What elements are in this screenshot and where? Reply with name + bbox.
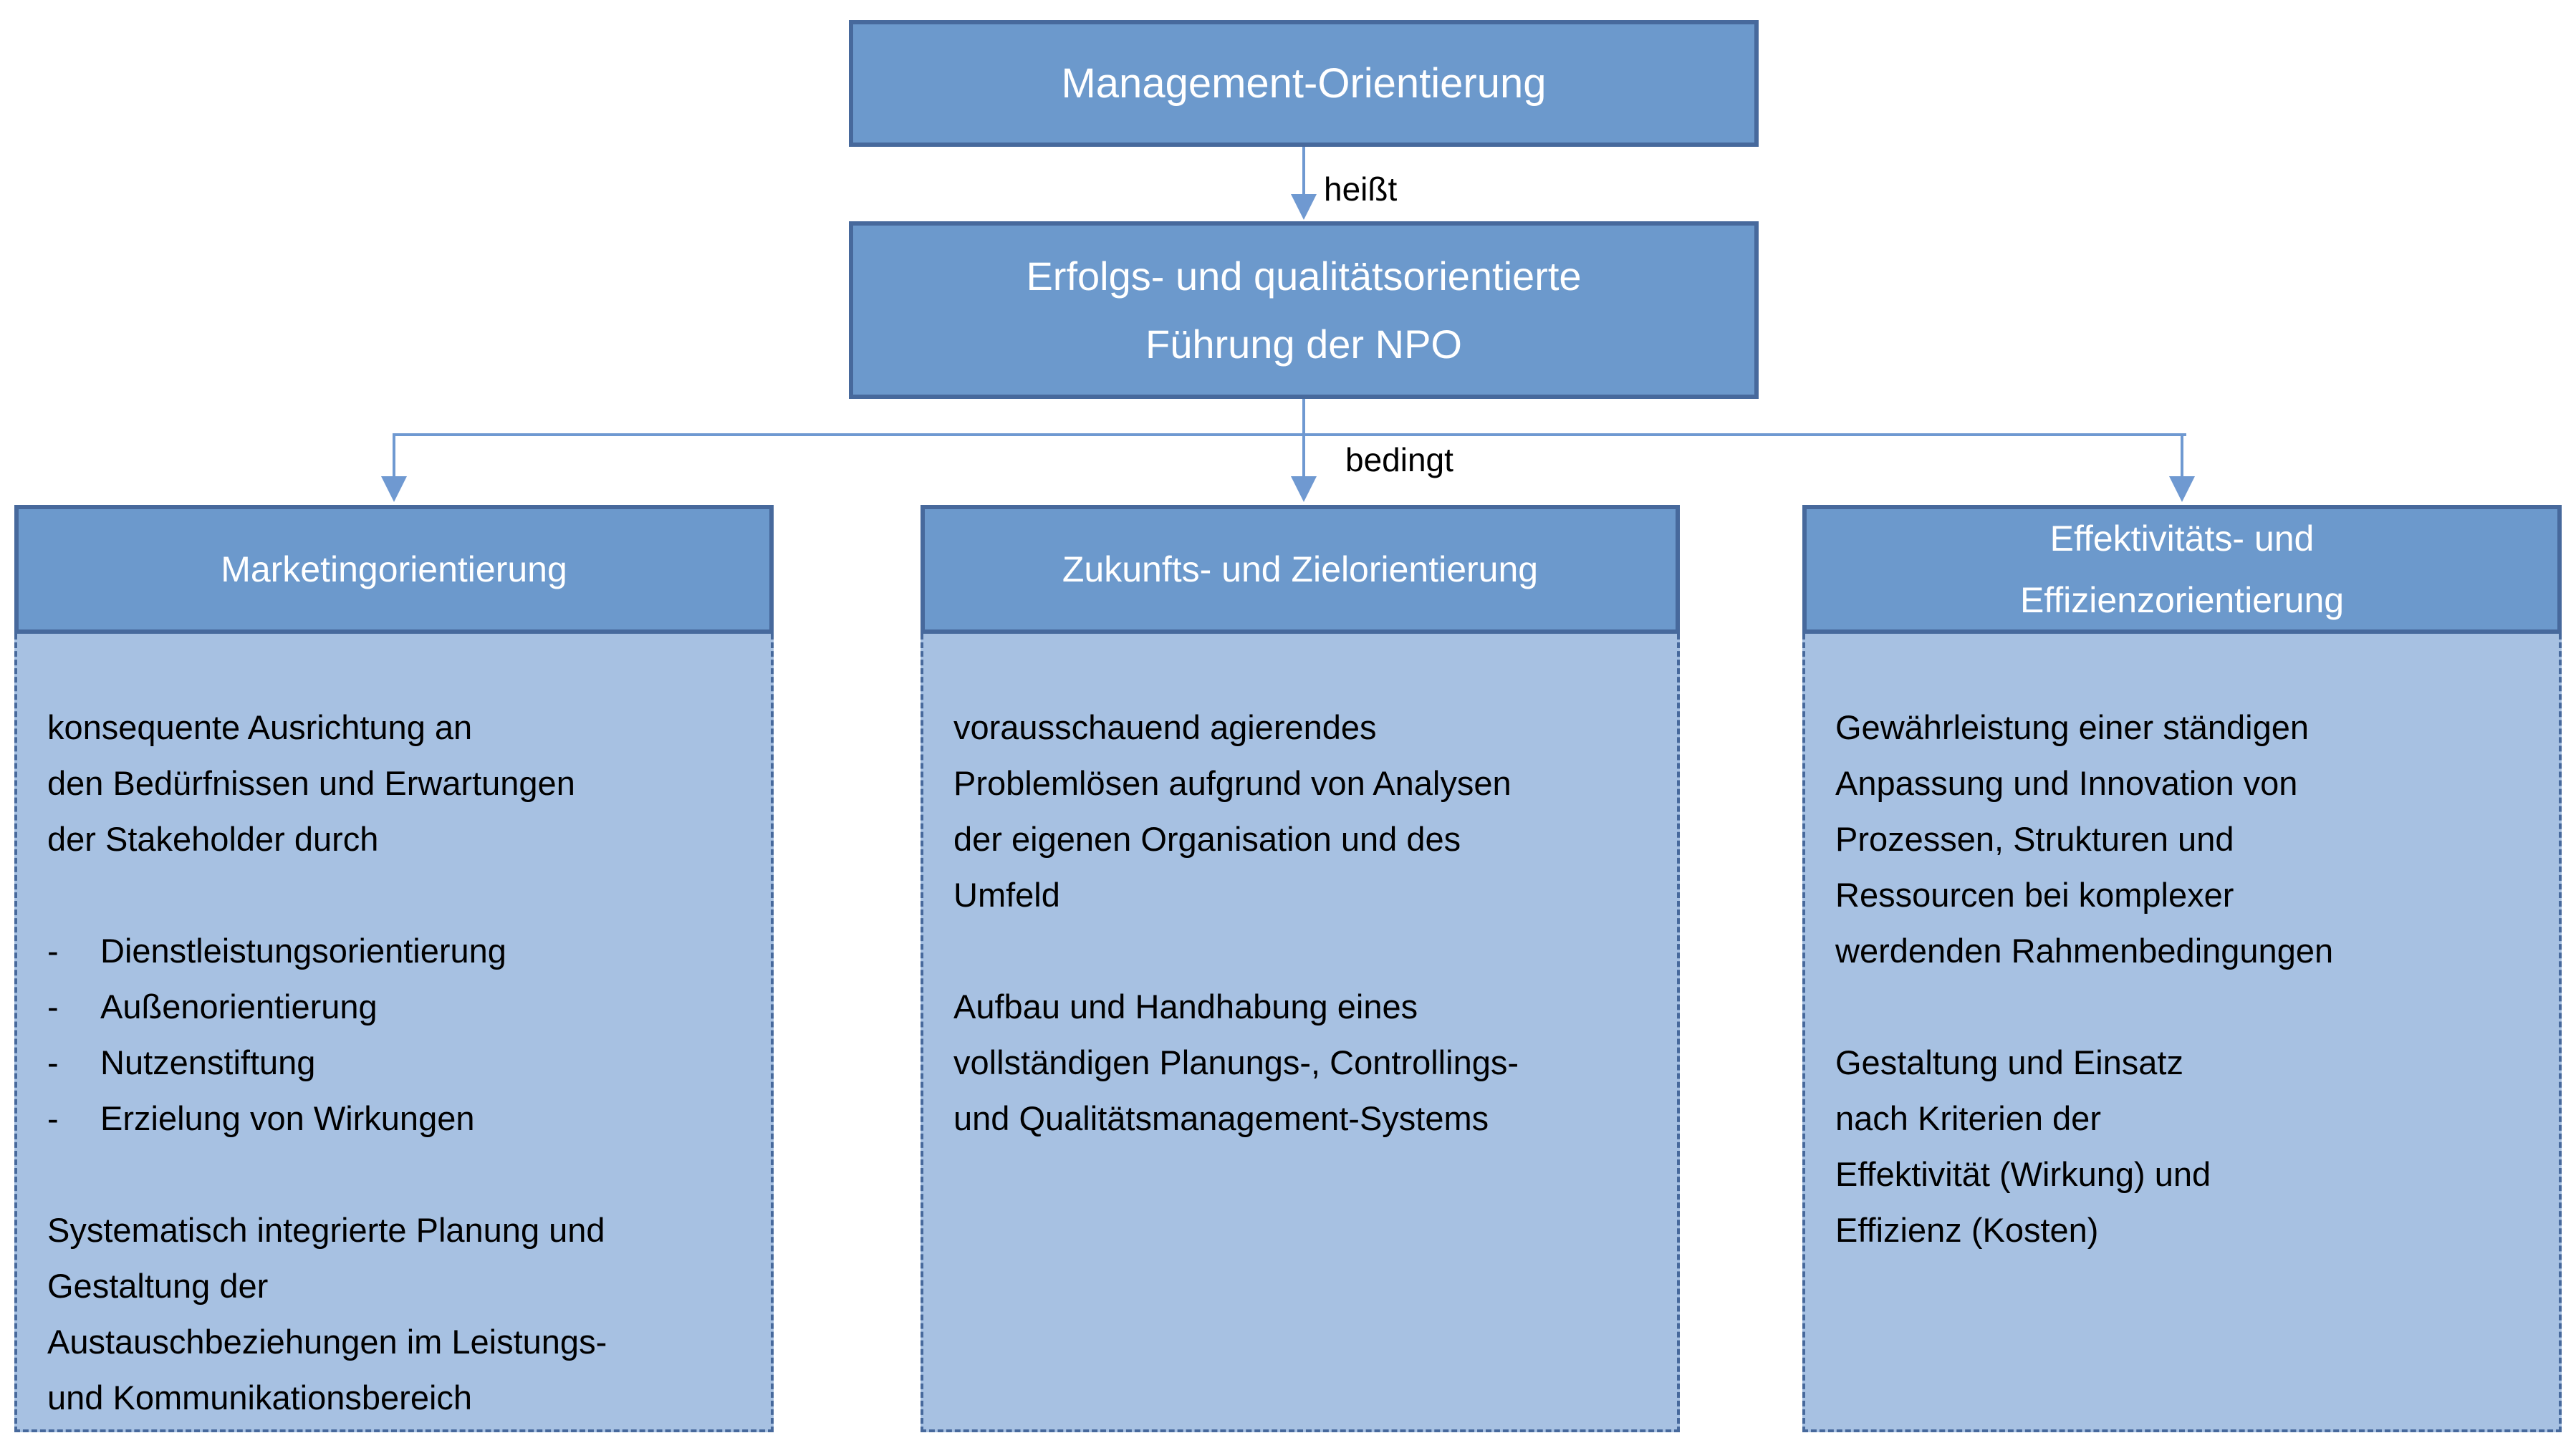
paragraph-line: Problemlösen aufgrund von Analysen <box>953 764 1512 802</box>
bullet-item-text: Dienstleistungsorientierung <box>100 932 506 970</box>
bullet-item: - Dienstleistungsorientierung <box>47 923 756 979</box>
arrowhead-down-icon <box>1291 194 1317 220</box>
paragraph-line: Prozessen, Strukturen und <box>1835 820 2234 858</box>
paragraph-line: konsequente Ausrichtung an <box>47 708 473 746</box>
arrowhead-down-icon <box>1291 476 1317 502</box>
paragraph-line: Gewährleistung einer ständigen <box>1835 708 2310 746</box>
paragraph-line: der Stakeholder durch <box>47 820 379 858</box>
text-block: Gestaltung und Einsatz nach Kriterien der… <box>1835 1035 2544 1258</box>
paragraph-line: vollständigen Planungs-, Controllings- <box>953 1043 1519 1081</box>
text-block: - Dienstleistungsorientierung - Außenorient… <box>47 923 756 1147</box>
arrowhead-down-icon <box>381 476 407 502</box>
top-box-management-orientierung: Management-Orientierung <box>849 20 1759 147</box>
paragraph-line: der eigenen Organisation und des <box>953 820 1461 858</box>
column-header-marketingorientierung: Marketingorientierung <box>14 505 774 634</box>
bullet-item-text: Außenorientierung <box>100 988 378 1026</box>
bullet-item: - Außenorientierung <box>47 979 756 1035</box>
paragraph-line: vorausschauend agierendes <box>953 708 1377 746</box>
bullet-item-text: Nutzenstiftung <box>100 1043 316 1081</box>
connector-drop-center <box>1302 436 1305 476</box>
connector-top-to-second <box>1302 147 1305 194</box>
column-marketingorientierung: Marketingorientierung konsequente Ausrich… <box>14 505 774 1432</box>
paragraph-line: Aufbau und Handhabung eines <box>953 988 1418 1026</box>
paragraph-line: Gestaltung und Einsatz <box>1835 1043 2183 1081</box>
text-block: Aufbau und Handhabung eines vollständigen… <box>953 979 1663 1147</box>
box-erfolgs-und-qualitaetsorientierte-fuehrung: Erfolgs- und qualitätsorientierte Führun… <box>849 221 1759 399</box>
connector-second-box-stem <box>1302 399 1305 436</box>
paragraph-line: Anpassung und Innovation von <box>1835 764 2298 802</box>
paragraph-line: Gestaltung der <box>47 1267 269 1305</box>
paragraph-line: werdenden Rahmenbedingungen <box>1835 932 2334 970</box>
column-zukunfts-und-zielorientierung: Zukunfts- und Zielorientierung vorausscha… <box>921 505 1680 1432</box>
connector-horizontal-branch <box>393 433 2186 436</box>
second-box-line-2: Führung der NPO <box>1145 322 1462 367</box>
connector-drop-right <box>2181 433 2183 476</box>
bullet-item: - Erzielung von Wirkungen <box>47 1091 756 1147</box>
connector-drop-left <box>393 433 395 476</box>
connector-label-heisst: heißt <box>1324 170 1398 208</box>
column-header-line: Marketingorientierung <box>221 549 567 589</box>
second-box-line-1: Erfolgs- und qualitätsorientierte <box>1026 254 1582 299</box>
bullet-dash: - <box>47 1099 59 1137</box>
column-body-marketingorientierung: konsequente Ausrichtung an den Bedürfniss… <box>14 634 774 1432</box>
paragraph-line: Systematisch integrierte Planung und <box>47 1211 605 1249</box>
paragraph-line: Austauschbeziehungen im Leistungs- <box>47 1323 607 1361</box>
bullet-dash: - <box>47 1043 59 1081</box>
column-header-line: Effektivitäts- und <box>2049 518 2315 559</box>
arrowhead-down-icon <box>2169 476 2195 502</box>
column-header-line: Zukunfts- und Zielorientierung <box>1062 549 1539 589</box>
column-header-line: Effizienzorientierung <box>2019 580 2345 620</box>
text-block: konsequente Ausrichtung an den Bedürfniss… <box>47 700 756 867</box>
paragraph-line: Effektivität (Wirkung) und <box>1835 1155 2211 1193</box>
paragraph-line: den Bedürfnissen und Erwartungen <box>47 764 575 802</box>
paragraph-line: und Kommunikationsbereich <box>47 1379 473 1417</box>
paragraph-line: und Qualitätsmanagement-Systems <box>953 1099 1489 1137</box>
top-box-label: Management-Orientierung <box>1061 60 1547 107</box>
paragraph-line: Ressourcen bei komplexer <box>1835 876 2234 914</box>
bullet-item-text: Erzielung von Wirkungen <box>100 1099 475 1137</box>
paragraph-line: Effizienz (Kosten) <box>1835 1211 2099 1249</box>
paragraph-line: nach Kriterien der <box>1835 1099 2101 1137</box>
bullet-dash: - <box>47 988 59 1026</box>
column-header-zukunfts-und-zielorientierung: Zukunfts- und Zielorientierung <box>921 505 1680 634</box>
connector-label-bedingt: bedingt <box>1345 441 1453 478</box>
bullet-dash: - <box>47 932 59 970</box>
paragraph-line: Umfeld <box>953 876 1060 914</box>
bullet-item: - Nutzenstiftung <box>47 1035 756 1091</box>
